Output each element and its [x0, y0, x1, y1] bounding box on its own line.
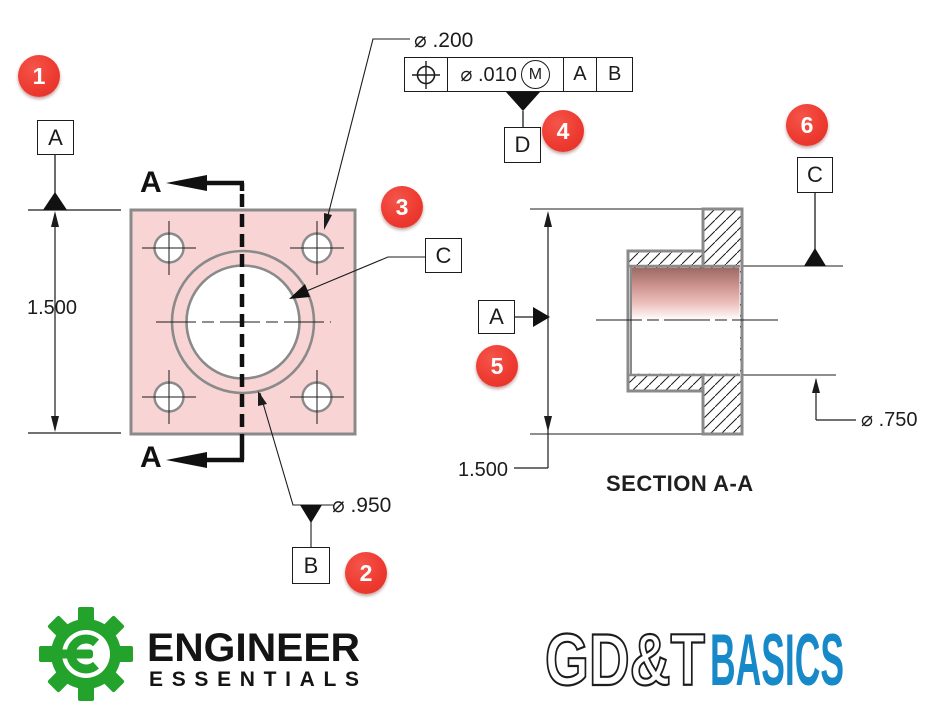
hole-crosshairs: [142, 221, 344, 424]
fcf-symbol-cell: [405, 58, 448, 91]
section-height-dim: 1.500: [458, 459, 509, 481]
gdt-basics-logo: GD&T BASICS: [544, 619, 844, 702]
callout-badge-1: 1: [18, 55, 60, 97]
section-arrow-top: [166, 175, 207, 191]
hole-diameter-dim: ⌀ .200: [414, 29, 474, 52]
logo-basics-text: BASICS: [710, 620, 844, 701]
dim-arrow-up: [544, 211, 552, 227]
engineer-essentials-logo: ENGINEER ESSENTIALS: [39, 607, 360, 701]
datum-c-box-front: C: [425, 238, 462, 273]
logo-engineer-text: ENGINEER: [147, 626, 360, 670]
logo-gdt-text: GD&T: [545, 620, 705, 701]
datum-b-box: B: [292, 547, 330, 584]
hole-dia-leader: [324, 38, 410, 228]
datum-a-section-triangle: [533, 307, 550, 327]
fcf-primary-datum-cell: A: [564, 58, 598, 91]
front-height-dim: 1.500: [27, 297, 78, 319]
boss-dia-arrow: [258, 391, 267, 406]
boss-diameter-dim: ⌀ .950: [332, 494, 392, 517]
section-view: [514, 193, 856, 469]
datum-c-front-leader: [296, 256, 425, 296]
hole-dia-arrow: [324, 213, 332, 230]
datum-c-section-triangle: [804, 248, 826, 266]
section-extension-lines: [530, 208, 843, 435]
datum-a-box-front: A: [37, 120, 74, 155]
bore-dia-arrow: [812, 378, 820, 393]
fcf-tolerance-cell: ⌀ .010 M: [448, 58, 564, 91]
dim-arrow-down: [51, 416, 59, 432]
section-label-top: A: [140, 166, 162, 199]
fcf-secondary-datum-cell: B: [607, 63, 622, 85]
feature-control-frame: ⌀ .010 M A B: [404, 57, 633, 92]
bore-dia-leader: [815, 379, 856, 421]
mmc-modifier-icon: M: [520, 60, 550, 89]
callout-badge-6: 6: [786, 104, 828, 146]
section-height-dimension: [514, 214, 549, 469]
section-title: SECTION A-A: [606, 471, 754, 496]
section-cut-line: [203, 180, 245, 463]
callout-badge-2: 2: [345, 552, 387, 594]
datum-c-front-arrow: [289, 284, 310, 299]
dim-arrow-down: [544, 416, 552, 432]
front-view: [28, 38, 540, 547]
bore-gradient: [631, 267, 740, 320]
section-arrow-bottom: [166, 452, 207, 468]
callout-badge-3: 3: [381, 186, 423, 228]
bore-diameter-dim: ⌀ .750: [861, 409, 918, 431]
callout-badge-5: 5: [476, 345, 518, 387]
front-height-dimension: [28, 209, 121, 434]
datum-d-box: D: [504, 127, 541, 163]
gear-icon: [39, 607, 133, 701]
datum-d-triangle: [506, 92, 540, 111]
datum-b-triangle: [300, 505, 322, 523]
dim-arrow-up: [51, 211, 59, 227]
fcf-tolerance-value: ⌀ .010: [460, 64, 517, 86]
section-label-bottom: A: [140, 441, 162, 474]
callout-badge-4: 4: [542, 110, 584, 152]
datum-a-triangle: [43, 192, 67, 210]
position-symbol-icon: [411, 60, 440, 89]
logo-essentials-text: ESSENTIALS: [149, 668, 359, 691]
datum-a-box-section: A: [478, 300, 515, 334]
datum-c-box-section: C: [797, 157, 833, 193]
